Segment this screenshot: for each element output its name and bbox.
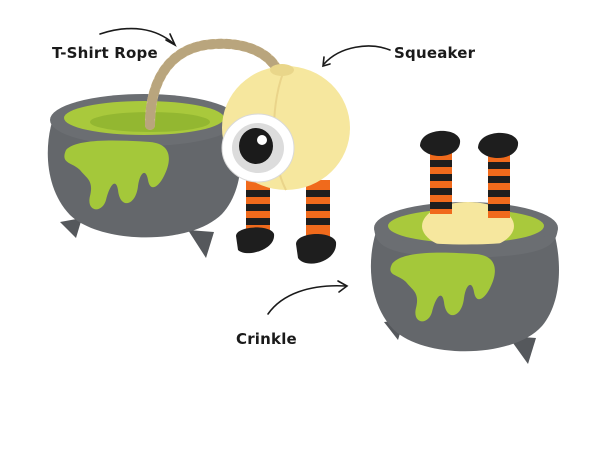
left-cauldron [47,94,241,258]
squeaker-arrow-line [323,45,391,65]
rope-label: T-Shirt Rope [52,44,158,62]
crinkle-label: Crinkle [236,330,297,348]
t-shirt-rope [145,38,283,130]
squeaker-arrow-head [322,56,331,68]
right-leg [296,180,337,264]
pointer-arrows [99,27,391,315]
crinkle-arrow-line [267,284,347,315]
rope-arrow-head [165,33,177,47]
right-cauldron [370,130,559,364]
rope-arrow-line [99,27,175,45]
left-leg [236,180,275,254]
squeaker-label: Squeaker [394,44,476,62]
upside-legs [420,130,519,218]
eyeball-monster [221,64,350,264]
crinkle-arrow-head [337,280,349,293]
